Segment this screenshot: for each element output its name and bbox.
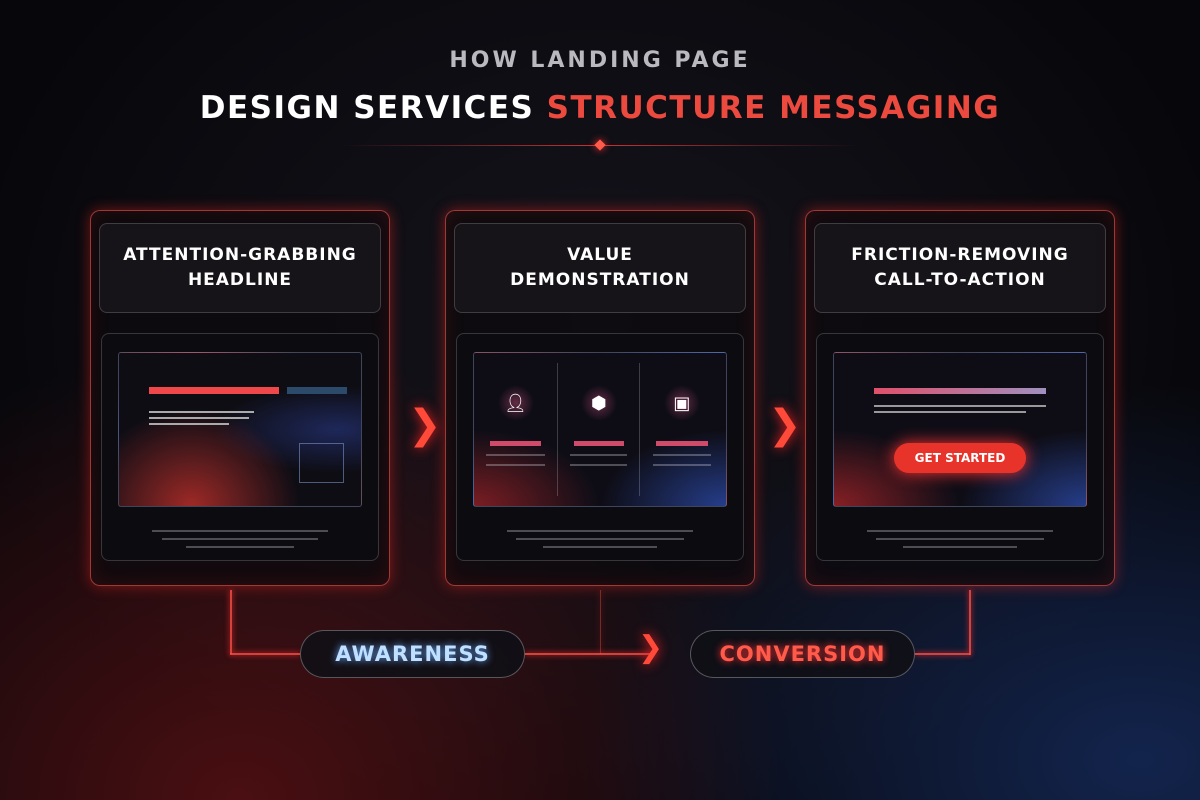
- panel-value: VALUE DEMONSTRATION 👤︎ ⬢ ▣: [445, 210, 755, 586]
- get-started-button[interactable]: GET STARTED: [894, 443, 1026, 473]
- caption-text: [857, 524, 1063, 554]
- title-line-2: DESIGN SERVICES STRUCTURE MESSAGING: [0, 90, 1200, 126]
- screen-mockup: GET STARTED: [816, 333, 1104, 561]
- connector: [230, 590, 232, 654]
- panel-headline: ATTENTION-GRABBING HEADLINE: [90, 210, 390, 586]
- panel-header: ATTENTION-GRABBING HEADLINE: [99, 223, 381, 313]
- feature-column: ⬢: [557, 363, 641, 496]
- caption-text: [497, 524, 703, 554]
- connector: [230, 653, 300, 655]
- connector: [969, 590, 971, 655]
- screen-mockup: 👤︎ ⬢ ▣: [456, 333, 744, 561]
- panel-title: DEMONSTRATION: [510, 270, 690, 290]
- cube-icon: ⬢: [580, 385, 617, 421]
- panel-header: FRICTION-REMOVING CALL-TO-ACTION: [814, 223, 1106, 313]
- panel-header: VALUE DEMONSTRATION: [454, 223, 746, 313]
- caption-text: [142, 524, 338, 554]
- connector: [600, 590, 601, 654]
- feature-column: 👤︎: [474, 363, 557, 496]
- feature-column: ▣: [640, 363, 723, 496]
- panel-title: ATTENTION-GRABBING: [123, 245, 357, 265]
- arrow-right-icon: ❯: [768, 402, 802, 448]
- image-icon: ▣: [663, 385, 700, 421]
- arrow-right-icon: ❯: [638, 630, 664, 665]
- panel-title: VALUE: [567, 245, 633, 265]
- nav-bar: [287, 387, 347, 394]
- screen-mockup: [101, 333, 379, 561]
- panel-title: CALL-TO-ACTION: [874, 270, 1046, 290]
- diamond-icon: [594, 139, 606, 151]
- title-white: DESIGN SERVICES: [199, 90, 535, 126]
- panel-title: FRICTION-REMOVING: [851, 245, 1069, 265]
- panel-cta: FRICTION-REMOVING CALL-TO-ACTION GET STAR…: [805, 210, 1115, 586]
- connector: [525, 653, 655, 655]
- title-red: STRUCTURE MESSAGING: [546, 90, 1001, 126]
- panel-title: HEADLINE: [187, 270, 293, 290]
- title-line-1: HOW LANDING PAGE: [449, 48, 751, 73]
- conversion-stage: CONVERSION: [690, 630, 915, 678]
- arrow-right-icon: ❯: [408, 402, 442, 448]
- headline-bar: [149, 387, 279, 394]
- user-icon: 👤︎: [497, 385, 534, 421]
- connector: [915, 653, 970, 655]
- awareness-stage: AWARENESS: [300, 630, 525, 678]
